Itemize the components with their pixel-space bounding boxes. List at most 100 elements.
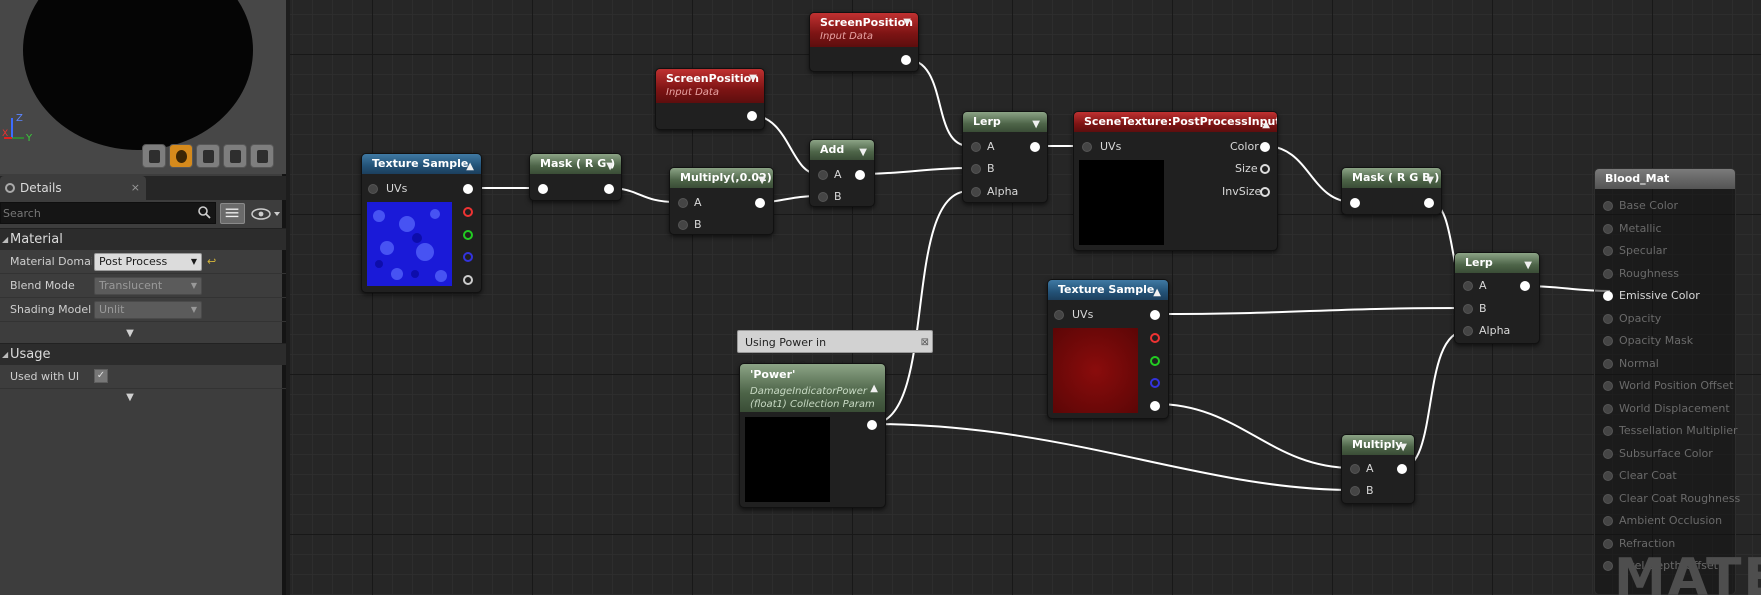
collapse-icon[interactable]: ▲ [1153, 287, 1161, 298]
collapse-icon[interactable]: ▼ [1426, 175, 1434, 186]
pin-out[interactable] [747, 111, 757, 121]
result-pin[interactable] [1603, 358, 1613, 369]
pin-a-in[interactable] [818, 170, 828, 180]
result-pin[interactable] [1603, 381, 1613, 391]
result-pin[interactable] [1603, 201, 1613, 211]
pin-a-out[interactable] [463, 275, 473, 285]
expand-advanced-icon[interactable]: ▼ [126, 328, 134, 339]
node-lerp-2[interactable]: Lerp▼ A B Alpha [1454, 252, 1540, 344]
search-input[interactable] [0, 202, 216, 224]
result-pin[interactable] [1603, 291, 1613, 301]
cube-preview-button[interactable] [223, 144, 247, 168]
result-pin[interactable] [1603, 448, 1613, 459]
eye-icon[interactable] [250, 205, 282, 223]
mesh-preview-button[interactable] [250, 144, 274, 168]
node-scene-texture[interactable]: SceneTexture:PostProcessInput0▲ UVs Colo… [1073, 111, 1278, 251]
pin-color-out[interactable] [1260, 142, 1270, 152]
node-lerp-1[interactable]: Lerp▼ A B Alpha [962, 111, 1048, 203]
collapse-icon[interactable]: ▼ [749, 73, 757, 84]
pin-a-out[interactable] [1150, 401, 1160, 411]
section-usage[interactable]: ◢ Usage [0, 343, 286, 365]
result-pin[interactable] [1603, 313, 1613, 324]
result-pin[interactable] [1603, 403, 1613, 414]
pin-alpha-in[interactable] [1463, 326, 1473, 336]
pin-invsize-out[interactable] [1260, 187, 1270, 197]
list-view-button[interactable] [220, 203, 245, 224]
pin-r-out[interactable] [463, 207, 473, 217]
node-texture-sample-2[interactable]: Texture Sample▲ UVs [1047, 279, 1169, 419]
reset-to-default-icon[interactable]: ↩ [207, 255, 217, 268]
pin-b-in[interactable] [1350, 486, 1360, 496]
pin-uvs-in[interactable] [1054, 310, 1064, 320]
result-pin[interactable] [1603, 223, 1613, 234]
pin-uvs-in[interactable] [1082, 142, 1092, 152]
pin-out[interactable] [867, 420, 877, 430]
pin-a-in[interactable] [678, 198, 688, 208]
result-pin[interactable] [1603, 268, 1613, 279]
node-add[interactable]: Add▼ A B [809, 139, 875, 207]
pin-out[interactable] [604, 184, 614, 194]
node-mask-rg[interactable]: Mask ( R G )▼ [529, 153, 622, 201]
result-pin[interactable] [1603, 493, 1613, 504]
shading-model-select[interactable]: Unlit ▼ [94, 301, 202, 319]
pin-out[interactable] [1030, 142, 1040, 152]
close-icon[interactable]: × [130, 181, 140, 194]
node-mask-rgb[interactable]: Mask ( R G B )▼ [1341, 167, 1442, 215]
pin-g-out[interactable] [463, 230, 473, 240]
node-power-parameter[interactable]: 'Power' DamageIndicatorPower (float1) Co… [739, 363, 886, 508]
pin-out[interactable] [1424, 198, 1434, 208]
material-graph[interactable] [290, 0, 1761, 595]
pin-b-in[interactable] [1463, 304, 1473, 314]
node-multiply-002[interactable]: Multiply(,0.02)▼ A B [669, 167, 774, 235]
pin-b-in[interactable] [678, 220, 688, 230]
pin-rgb-out[interactable] [1150, 310, 1160, 320]
result-pin[interactable] [1603, 471, 1613, 481]
pin-out[interactable] [1397, 464, 1407, 474]
pin-b-in[interactable] [971, 164, 981, 174]
pin-out[interactable] [1520, 281, 1530, 291]
result-pin[interactable] [1603, 426, 1613, 436]
pin-in[interactable] [538, 184, 548, 194]
result-pin[interactable] [1603, 538, 1613, 549]
preview-viewport[interactable]: Z Y X [0, 0, 286, 174]
pin-out[interactable] [901, 55, 911, 65]
sphere-preview-button[interactable] [169, 144, 193, 168]
result-pin[interactable] [1603, 516, 1613, 526]
used-with-ui-checkbox[interactable]: ✓ [94, 369, 108, 383]
blend-mode-select[interactable]: Translucent ▼ [94, 277, 202, 295]
pin-a-in[interactable] [1350, 464, 1360, 474]
pin-alpha-in[interactable] [971, 187, 981, 197]
collapse-icon[interactable]: ▼ [758, 175, 766, 186]
collapse-icon[interactable]: ▲ [870, 383, 878, 394]
node-texture-sample-1[interactable]: Texture Sample▲ UVs [361, 153, 482, 293]
collapse-icon[interactable]: ▼ [606, 161, 614, 172]
pin-rgb-out[interactable] [463, 184, 473, 194]
pin-b-out[interactable] [463, 252, 473, 262]
close-icon[interactable]: ⊠ [920, 337, 929, 348]
section-material[interactable]: ◢ Material [0, 228, 286, 250]
pin-g-out[interactable] [1150, 356, 1160, 366]
pin-a-in[interactable] [1463, 281, 1473, 291]
cylinder-preview-button[interactable] [142, 144, 166, 168]
pin-b-out[interactable] [1150, 378, 1160, 388]
expand-advanced-icon[interactable]: ▼ [126, 392, 134, 403]
collapse-icon[interactable]: ▼ [903, 17, 911, 28]
collapse-icon[interactable]: ▲ [1262, 119, 1270, 130]
pin-size-out[interactable] [1260, 164, 1270, 174]
pin-r-out[interactable] [1150, 333, 1160, 343]
pin-in[interactable] [1350, 198, 1360, 208]
collapse-icon[interactable]: ▼ [859, 147, 867, 158]
result-pin[interactable] [1603, 336, 1613, 346]
collapse-icon[interactable]: ▼ [1032, 119, 1040, 130]
pin-out[interactable] [855, 170, 865, 180]
plane-preview-button[interactable] [196, 144, 220, 168]
collapse-icon[interactable]: ▼ [1399, 442, 1407, 453]
pin-out[interactable] [755, 198, 765, 208]
collapse-icon[interactable]: ▼ [1524, 260, 1532, 271]
tab-details[interactable]: Details × [0, 176, 146, 200]
result-pin[interactable] [1603, 561, 1613, 571]
pin-uvs-in[interactable] [368, 184, 378, 194]
